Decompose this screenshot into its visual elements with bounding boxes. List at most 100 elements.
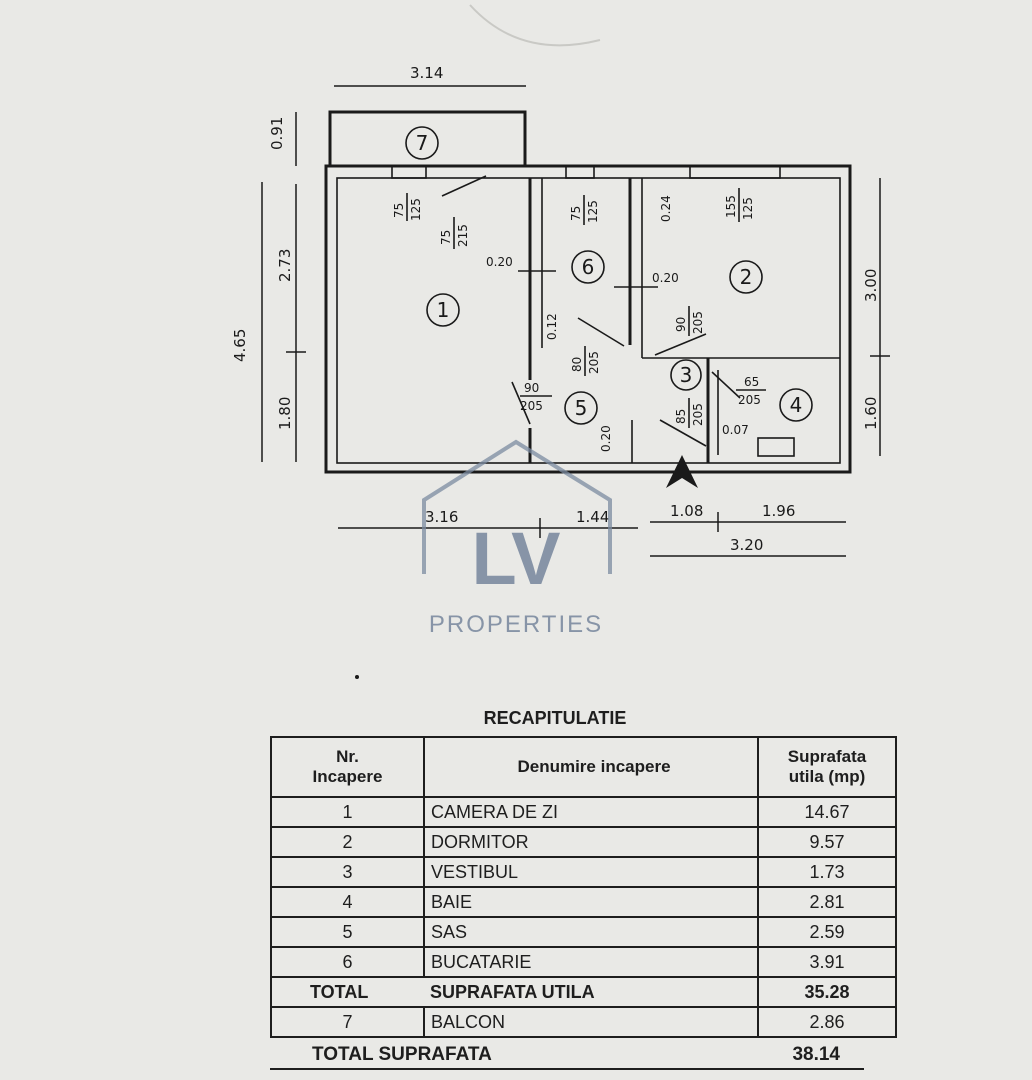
annot-wall-020c: 0.20 [599, 425, 613, 452]
annot-door3: 85 205 [674, 398, 705, 428]
row-nr: 2 [270, 826, 425, 858]
window-room2 [689, 165, 781, 179]
svg-text:205: 205 [738, 393, 761, 407]
table-row: 5 SAS 2.59 [270, 916, 897, 948]
recap-title: RECAPITULATIE [483, 708, 627, 728]
door-balcony [441, 175, 487, 197]
dim-left-lower: 1.80 [276, 397, 294, 430]
svg-text:205: 205 [587, 351, 601, 374]
dim-bottom-a: 3.16 [425, 508, 458, 526]
room-circle-3 [670, 359, 702, 391]
floor-plan: 3.14 0.91 4.65 2.73 1.80 3.00 1.60 3.16 … [231, 4, 890, 679]
door-room2 [654, 333, 707, 356]
svg-text:215: 215 [456, 224, 470, 247]
annot-wall-012: 0.12 [545, 313, 559, 340]
window-room6 [565, 165, 595, 179]
watermark-logo: LV PROPERTIES [422, 439, 612, 638]
row-nr: 1 [270, 796, 425, 828]
dim-bottom-b: 1.44 [576, 508, 609, 526]
table-row: 2 DORMITOR 9.57 [270, 826, 897, 858]
row-area: 9.57 [757, 826, 897, 858]
table-row: 3 VESTIBUL 1.73 [270, 856, 897, 888]
room-number-5: 5 [575, 396, 588, 420]
table-header-row: Nr. Incapere Denumire incapere Suprafata… [270, 736, 897, 798]
row-area: 1.73 [757, 856, 897, 888]
door-room1 [511, 381, 531, 425]
room-circle-4 [779, 388, 813, 422]
svg-text:80: 80 [570, 357, 584, 372]
room-circle-6 [571, 250, 605, 284]
row-area: 14.67 [757, 796, 897, 828]
row-area: 2.81 [757, 886, 897, 918]
window-room1 [391, 165, 427, 179]
room-circle-2 [729, 260, 763, 294]
balcony-outline [328, 110, 527, 166]
door-room6 [577, 317, 625, 347]
balcony-row: 7 BALCON 2.86 [270, 1006, 897, 1038]
annot-wall-007: 0.07 [722, 423, 749, 437]
room-number-3: 3 [680, 363, 693, 387]
room-circle-5 [564, 391, 598, 425]
row-name: CAMERA DE ZI [423, 796, 759, 828]
dim-bottom-d: 1.96 [762, 502, 795, 520]
svg-text:205: 205 [520, 399, 543, 413]
svg-text:125: 125 [586, 200, 600, 223]
dim-bottom-c: 1.08 [670, 502, 703, 520]
total-row: TOTAL SUPRAFATA 38.14 [310, 1044, 870, 1066]
total-useful-value: 35.28 [757, 976, 897, 1008]
row-name: DORMITOR [423, 826, 759, 858]
balcony-area: 2.86 [757, 1006, 897, 1038]
annot-win1: 75 125 [392, 193, 423, 221]
annot-win6: 75 125 [569, 195, 600, 225]
svg-text:75: 75 [392, 203, 406, 218]
annot-door2: 90 205 [674, 306, 705, 336]
annot-door6: 80 205 [570, 346, 601, 376]
total-label: TOTAL SUPRAFATA [312, 1044, 492, 1065]
row-area: 2.59 [757, 916, 897, 948]
annot-door4: 65 205 [736, 375, 766, 407]
row-nr: 5 [270, 916, 425, 948]
stamp-mark [469, 4, 601, 47]
room-circle-1 [426, 293, 460, 327]
room-number-6: 6 [582, 255, 595, 279]
room-number-7: 7 [416, 131, 429, 155]
row-nr: 3 [270, 856, 425, 888]
svg-text:205: 205 [691, 403, 705, 426]
header-area: Suprafata utila (mp) [757, 736, 897, 798]
row-name: BAIE [423, 886, 759, 918]
svg-text:65: 65 [744, 375, 759, 389]
annot-win2: 155 125 [724, 188, 755, 222]
table-row: 4 BAIE 2.81 [270, 886, 897, 918]
svg-text:125: 125 [409, 198, 423, 221]
bath-fixture [757, 437, 795, 457]
door-bath [659, 419, 707, 447]
annot-wall-020b: 0.20 [652, 271, 679, 285]
row-area: 3.91 [757, 946, 897, 978]
watermark-logo-text: LV [471, 517, 560, 600]
row-name: SAS [423, 916, 759, 948]
annot-door1: 75 215 [439, 217, 470, 249]
watermark-text: PROPERTIES [429, 611, 603, 638]
annot-door5: 90 205 [520, 381, 552, 413]
dim-left-upper: 2.73 [276, 249, 294, 282]
table-row: 1 CAMERA DE ZI 14.67 [270, 796, 897, 828]
room-number-4: 4 [790, 393, 803, 417]
dim-top-width: 3.14 [410, 64, 443, 82]
svg-text:155: 155 [724, 195, 738, 218]
header-nr: Nr. Incapere [270, 736, 425, 798]
row-nr: 6 [270, 946, 425, 978]
room-number-2: 2 [740, 265, 753, 289]
total-useful-row: TOTAL SUPRAFATA UTILA 35.28 [270, 976, 897, 1008]
row-nr: 4 [270, 886, 425, 918]
dim-bottom-e: 3.20 [730, 536, 763, 554]
ink-dot [355, 675, 359, 679]
table-row: 6 BUCATARIE 3.91 [270, 946, 897, 978]
svg-text:90: 90 [524, 381, 539, 395]
svg-text:90: 90 [674, 317, 688, 332]
svg-text:125: 125 [741, 197, 755, 220]
svg-text:75: 75 [569, 206, 583, 221]
annot-wall-024: 0.24 [659, 195, 673, 222]
row-name: VESTIBUL [423, 856, 759, 888]
svg-text:85: 85 [674, 409, 688, 424]
entrance-arrow-icon [666, 455, 698, 488]
